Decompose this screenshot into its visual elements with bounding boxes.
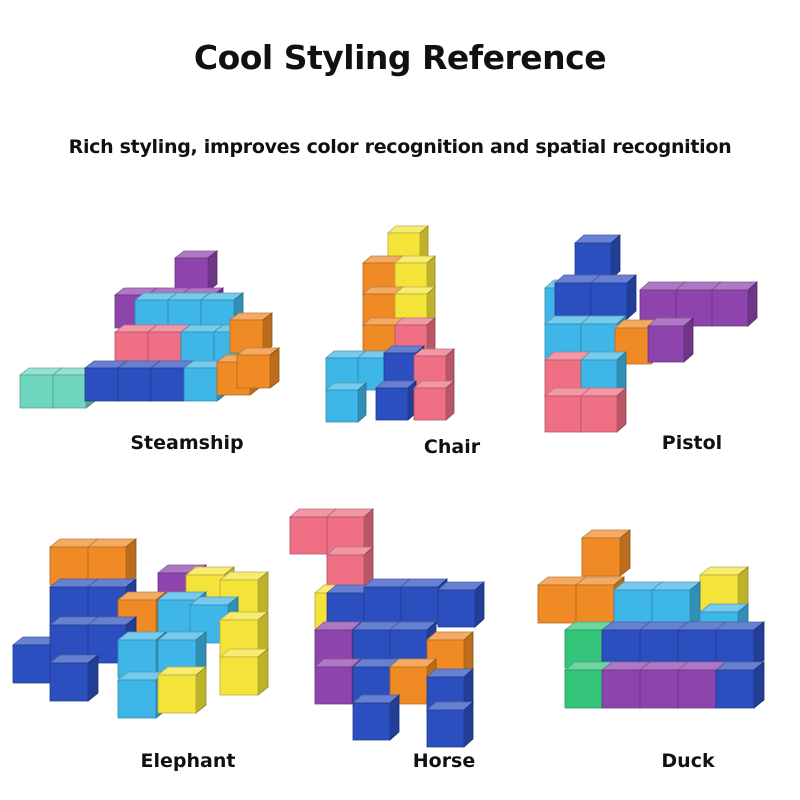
pistol-cube-model-icon [543, 234, 759, 433]
page-title: Cool Styling Reference [193, 38, 607, 77]
steamship-model [15, 250, 281, 430]
horse-label: Horse [412, 750, 476, 772]
steamship-label: Steamship [130, 432, 244, 454]
chair-cube-model-icon [324, 225, 456, 423]
duck-cube-model-icon [536, 529, 766, 709]
chair-model [318, 225, 468, 438]
elephant-model [8, 535, 278, 750]
duck-label: Duck [661, 750, 715, 772]
horse-model [285, 505, 515, 750]
chair-label: Chair [423, 436, 481, 458]
pistol-label: Pistol [661, 432, 723, 454]
page-subtitle: Rich styling, improves color recognition… [68, 136, 732, 158]
duck-model [530, 529, 795, 745]
horse-cube-model-icon [288, 508, 486, 748]
elephant-cube-model-icon [11, 538, 270, 719]
pistol-model [540, 234, 790, 438]
elephant-label: Elephant [140, 750, 236, 772]
steamship-cube-model-icon [18, 250, 281, 409]
